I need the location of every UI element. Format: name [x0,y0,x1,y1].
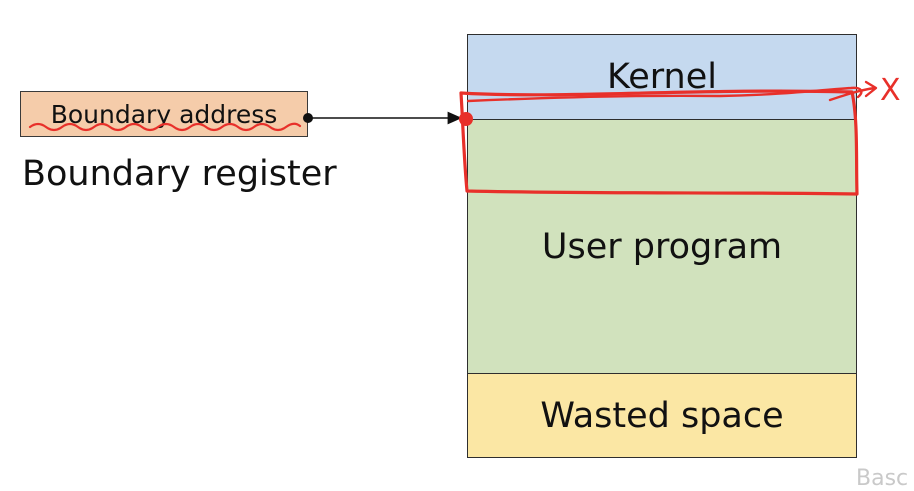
kernel-block: Kernel [467,34,857,120]
user-program-block: User program [467,119,857,374]
arrow-origin-dot [303,113,313,123]
user-program-label: User program [541,226,783,267]
boundary-register-caption: Boundary register [22,154,337,194]
wasted-space-label: Wasted space [540,395,784,436]
red-wavy-underline [28,122,302,132]
watermark-text: Basc [856,466,909,491]
kernel-label: Kernel [607,57,717,97]
red-arrow-to-x [828,80,878,102]
red-inner-line [466,86,863,103]
wasted-space-block: Wasted space [467,373,857,458]
red-hand-drawn-rectangle [459,89,859,196]
red-x-mark: X [880,73,901,108]
